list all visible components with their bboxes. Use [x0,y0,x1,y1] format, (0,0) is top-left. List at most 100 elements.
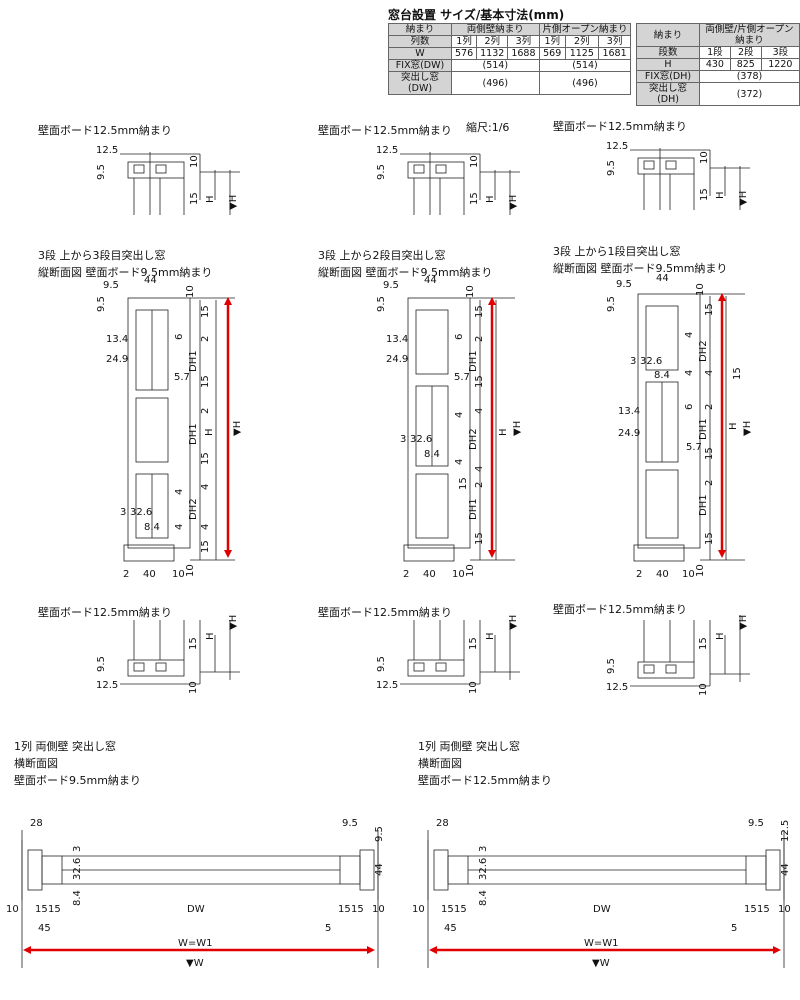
dim-label: DW [187,904,205,915]
dim-label: 15 [200,375,211,388]
dim-label: 10 [185,564,196,577]
table-cell: 納まり [636,23,700,47]
dim-label: 9.5 [96,164,107,180]
table-cell: 突出し窓(DW) [388,71,452,95]
dim-label: DH1 [468,498,479,520]
dim-label: H [498,428,509,436]
caption-sill-2: 壁面ボード12.5mm納まり [318,606,452,619]
dim-label: 13.4 [618,406,640,417]
dim-label: 10 [469,155,480,168]
dim-label: 10 [412,904,425,915]
dim-label: 3 [630,356,636,367]
table-title: 窓台設置 サイズ/基本寸法(mm) [388,8,565,22]
dim-label: ▼H [742,421,753,436]
section-2-subtitle: 縦断面図 壁面ボード9.5mm納まり [318,266,493,279]
table-cell: 納まり [388,23,452,36]
dim-label: 24.9 [618,428,640,439]
dim-label: DH2 [468,428,479,450]
accent-arrowhead [718,550,726,558]
section-2-title: 3段 上から2段目突出し窓 [318,249,446,262]
dim-label: 15 [200,452,211,465]
dim-label: ▼H [228,195,239,210]
caption-top-3: 壁面ボード12.5mm納まり [553,120,687,133]
dim-label: 12.5 [96,680,118,691]
dim-label: 10 [698,683,709,696]
horiz-1-subtitle: 横断面図 [14,757,58,770]
dim-label: 12.5 [780,820,791,842]
dim-label: 4 [200,484,211,490]
dim-label: 32.6 [410,434,432,445]
scale-label: 縮尺:1/6 [466,121,510,134]
dim-label: 9.5 [374,826,385,842]
dim-label: DH1 [188,350,199,372]
dim-label: 3 [478,846,489,852]
accent-arrowhead [224,550,232,558]
dim-label: 15 [474,305,485,318]
table-cell: (496) [451,71,540,95]
dim-label: 32.6 [640,356,662,367]
dim-label: 2 [636,569,642,580]
dim-label: 24.9 [106,354,128,365]
dim-label: ▼H [738,191,749,206]
dim-label: 9.5 [748,818,764,829]
dim-label: 10 [465,564,476,577]
dim-label: 12.5 [96,145,118,156]
dim-label: 3 [72,846,83,852]
dim-label: 15 [200,305,211,318]
dim-label: 10 [172,569,185,580]
dim-label: 10 [465,285,476,298]
dim-label: 9.5 [606,296,617,312]
dim-label: 15 [704,532,715,545]
head-detail-3: 12.5 9.5 10 15 H ▼H [606,141,750,210]
dim-label: 15 [704,447,715,460]
dim-label: ▼H [512,421,523,436]
dim-label: 12.5 [606,141,628,152]
dim-label: 10 [185,285,196,298]
table-cell: (496) [538,71,632,95]
dim-label: 3 [120,507,126,518]
dim-label: 15 [189,192,200,205]
dim-label: ▼W [592,958,610,969]
dim-label: 4 [454,459,465,465]
dim-label: 10 [699,151,710,164]
dim-label: 9.5 [96,296,107,312]
dim-label: 6 [454,334,465,340]
dim-label: H [204,428,215,436]
dim-label: 9.5 [376,296,387,312]
dim-label: 10 [6,904,19,915]
dim-label: 15 [188,637,199,650]
dim-label: DH2 [188,498,199,520]
dim-label: 44 [780,863,791,876]
accent-arrowhead [224,297,232,305]
dim-label: H [485,195,496,203]
dim-label: 28 [30,818,43,829]
dim-label: 15 [200,540,211,553]
dim-label: 15 [704,303,715,316]
dim-label: 44 [656,273,669,284]
section-3-title: 3段 上から1段目突出し窓 [553,245,681,258]
dim-label: 15 [454,904,467,915]
dim-label: 8.4 [424,449,440,460]
dim-label: H [485,632,496,640]
dim-label: 15 [458,477,469,490]
dim-label: 9.5 [103,280,119,291]
caption-sill-1: 壁面ボード12.5mm納まり [38,606,172,619]
dim-label: 15 [35,904,48,915]
section-diagram-2: 9.5 44 9.5 10 15 13.4 24.9 5.7 6 2 DH1 1… [376,275,523,580]
horiz-1-title: 1列 両側壁 突出し窓 [14,740,116,753]
dim-label: 40 [656,569,669,580]
dim-label: 2 [704,480,715,486]
dim-label: 15 [732,367,743,380]
dim-label: 15 [698,637,709,650]
dim-label: 2 [200,336,211,342]
dim-label: 10 [468,681,479,694]
dim-label: 4 [200,524,211,530]
dim-label: 9.5 [606,160,617,176]
section-diagram-3: 9.5 44 9.5 10 15 4 DH2 3 32.6 8.4 4 4 15… [606,273,753,580]
table-cell: 段数 [636,46,700,59]
dim-label: 2 [200,408,211,414]
